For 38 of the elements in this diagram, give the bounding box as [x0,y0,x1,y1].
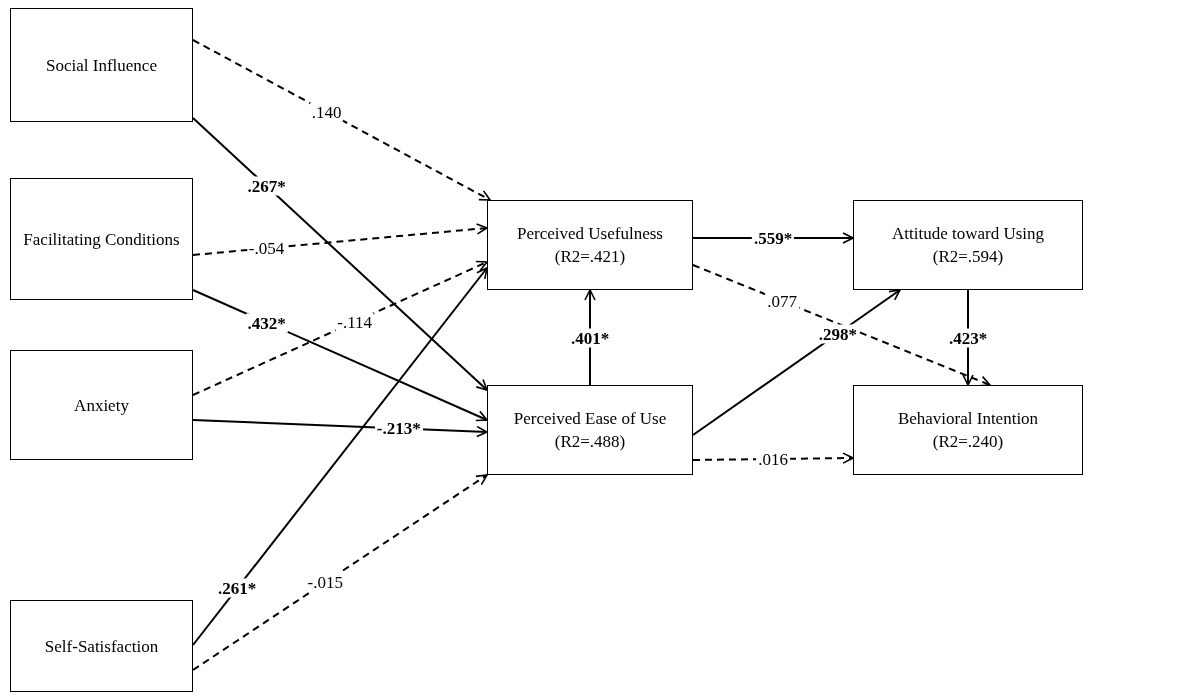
dashed-arrow [192,260,488,396]
edge-label: .423* [946,328,990,347]
box-text: Attitude toward Using [891,223,1044,245]
edge-label: .077 [765,291,799,311]
box-text: (R2=.421) [554,246,626,268]
box-text: (R2=.594) [932,246,1004,268]
construct-box [10,178,193,300]
box-text: (R2=.488) [554,431,626,453]
construct-box [10,600,193,692]
construct-box [487,385,693,475]
box-text: Perceived Usefulness [517,223,663,245]
box-text: Social Influence [46,54,157,77]
box-text: (R2=.240) [932,431,1004,453]
edge-label: .261* [215,578,259,598]
arrow [192,267,488,646]
box-text: Self-Satisfaction [44,635,159,658]
box-text: Anxiety [74,394,129,417]
dashed-arrow [692,264,991,387]
construct-box [853,385,1083,475]
dashed-arrow [192,223,488,256]
construct-box [853,200,1083,290]
construct-box [10,8,193,122]
box-text: Perceived Ease of Use [513,408,667,430]
edge-label: .401* [568,328,612,347]
dashed-arrow [192,39,491,201]
box-text: Behavioral Intention [897,408,1039,430]
edge-label: .298* [816,324,859,343]
arrow [192,117,488,391]
edge-label: .140 [309,102,344,122]
edge-label: -.114 [335,312,375,332]
edge-label: -.015 [305,572,345,592]
edge-label: .432* [245,313,288,332]
box-text: Facilitating Conditions [23,228,180,251]
construct-box [487,200,693,290]
edge-label: .267* [245,176,288,196]
arrow [692,289,901,436]
dashed-arrow [192,474,488,671]
construct-box [10,350,193,460]
